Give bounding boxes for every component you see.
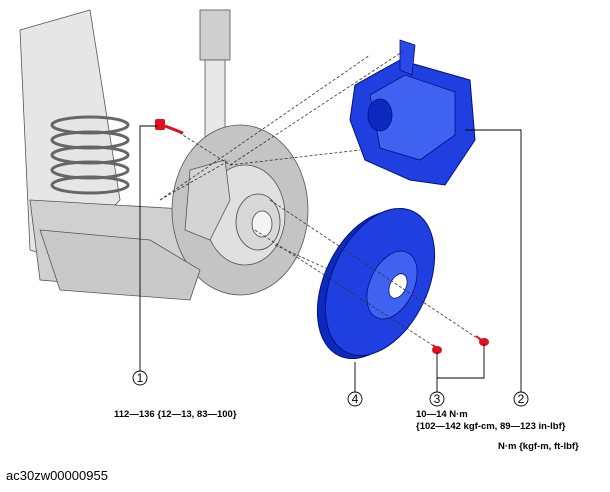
screw-3b (475, 335, 489, 346)
alignment-lines (159, 49, 481, 351)
torque-spec-3-line1: 10—14 N·m (416, 409, 468, 420)
torque-spec-1: 112—136 {12—13, 83—100} (114, 409, 237, 420)
callout-2: 2 (513, 391, 529, 407)
brake-disc (316, 207, 436, 360)
suspension-assembly (19, 9, 309, 301)
callout-3: 3 (429, 391, 445, 407)
callout-4-number: 4 (352, 392, 359, 406)
callout-4: 4 (347, 391, 363, 407)
torque-spec-3-line2: {102—142 kgf-cm, 89—123 in-lbf} (416, 421, 566, 432)
leader-lines (139, 125, 522, 392)
screw-3a (432, 344, 442, 354)
brake-caliper (349, 39, 476, 186)
figure-code: ac30zw00000955 (6, 468, 108, 483)
callout-3-number: 3 (434, 392, 441, 406)
callout-2-number: 2 (518, 392, 525, 406)
callout-1: 1 (132, 370, 148, 386)
bolt-1 (155, 119, 184, 135)
callout-1-number: 1 (137, 371, 144, 385)
units-legend: N·m {kgf-m, ft-lbf} (498, 441, 579, 452)
